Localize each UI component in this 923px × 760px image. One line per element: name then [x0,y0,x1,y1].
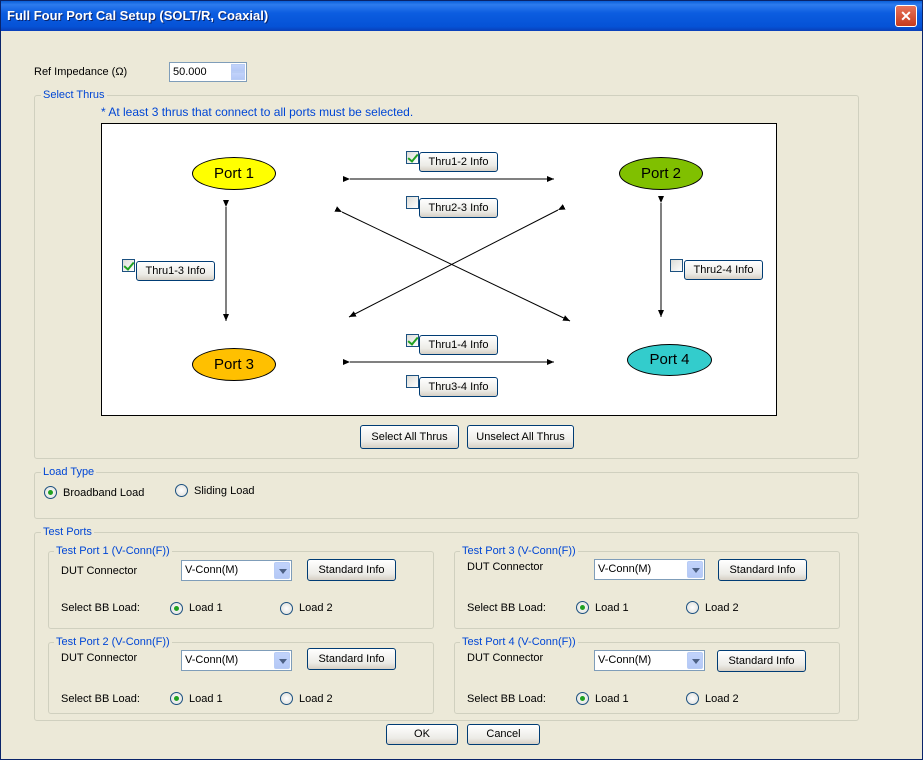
test-port-3-group: Test Port 3 (V-Conn(F)) [454,545,840,629]
port-4-label: Port 4 [649,351,690,368]
test-port-3-load2-label: Load 2 [705,602,739,614]
test-port-4-dut-label: DUT Connector [467,652,544,664]
test-port-2-connector-value: V-Conn(M) [185,654,239,666]
thru3-4-checkbox[interactable] [406,375,419,388]
test-port-2-load2-label: Load 2 [299,693,333,705]
test-port-1-connector-value: V-Conn(M) [185,564,239,576]
thru1-3-info-button[interactable]: Thru1-3 Info [136,261,215,281]
port-2-node: Port 2 [619,157,703,190]
test-port-4-load2-label: Load 2 [705,693,739,705]
test-port-3-connector-value: V-Conn(M) [598,563,652,575]
test-port-3-dut-label: DUT Connector [467,561,544,573]
cancel-button[interactable]: Cancel [467,724,540,745]
test-port-1-load2-label: Load 2 [299,602,333,614]
test-port-3-load2-radio[interactable] [686,601,699,614]
test-port-2-load2-radio[interactable] [280,692,293,705]
thru2-3-info-button[interactable]: Thru2-3 Info [419,198,498,218]
thru-connections [223,176,664,365]
chevron-down-icon[interactable] [687,561,703,578]
thru2-3-checkbox[interactable] [406,196,419,209]
test-port-3-standard-info-button[interactable]: Standard Info [718,559,807,581]
test-port-2-connector-select[interactable]: V-Conn(M) [181,650,292,671]
close-icon[interactable]: ✕ [895,5,917,27]
test-port-2-group: Test Port 2 (V-Conn(F)) [48,636,434,714]
ref-impedance-label: Ref Impedance (Ω) [34,66,128,78]
chevron-down-icon[interactable] [687,652,703,669]
test-port-3-bb-label: Select BB Load: [467,602,546,614]
port-2-label: Port 2 [640,165,682,182]
select-thrus-legend: Select Thrus [41,89,107,101]
test-port-4-standard-info-button[interactable]: Standard Info [717,650,806,672]
test-port-4-load1-label: Load 1 [595,693,629,705]
test-port-3-connector-select[interactable]: V-Conn(M) [594,559,705,580]
thru1-2-checkbox[interactable] [406,151,419,164]
port-4-node: Port 4 [627,344,712,376]
port-1-node: Port 1 [192,157,276,190]
test-port-4-load1-radio[interactable] [576,692,589,705]
broadband-load-radio[interactable] [44,486,57,499]
test-port-4-connector-select[interactable]: V-Conn(M) [594,650,705,671]
test-port-1-load1-label: Load 1 [189,602,223,614]
arrow-1-4 [334,206,571,322]
test-port-4-title: Test Port 4 (V-Conn(F)) [460,636,578,648]
arrow-2-3 [348,204,566,318]
test-port-2-load1-label: Load 1 [189,693,223,705]
port-3-node: Port 3 [192,348,276,381]
test-port-2-bb-label: Select BB Load: [61,693,140,705]
test-port-2-dut-label: DUT Connector [61,652,138,664]
test-port-4-connector-value: V-Conn(M) [598,654,652,666]
thru1-3-checkbox[interactable] [122,259,135,272]
thru1-2-info-button[interactable]: Thru1-2 Info [419,152,498,172]
test-port-3-title: Test Port 3 (V-Conn(F)) [460,545,578,557]
thru1-4-info-button[interactable]: Thru1-4 Info [419,335,498,355]
test-ports-group: Test Ports [34,526,859,721]
chevron-down-icon[interactable] [274,652,290,669]
test-port-4-load2-radio[interactable] [686,692,699,705]
load-type-legend: Load Type [41,466,97,478]
thru2-4-info-button[interactable]: Thru2-4 Info [684,260,763,280]
load-type-group: Load Type [34,466,859,519]
broadband-load-label: Broadband Load [63,487,145,499]
test-port-1-group: Test Port 1 (V-Conn(F)) [48,545,434,629]
port-1-label: Port 1 [213,165,255,182]
chevron-down-icon[interactable] [274,562,290,579]
spin-down-icon[interactable] [231,72,245,80]
test-port-1-bb-label: Select BB Load: [61,602,140,614]
test-port-1-title: Test Port 1 (V-Conn(F)) [54,545,172,557]
thru2-4-checkbox[interactable] [670,259,683,272]
thru3-4-info-button[interactable]: Thru3-4 Info [419,377,498,397]
test-port-4-bb-label: Select BB Load: [467,693,546,705]
test-port-4-group: Test Port 4 (V-Conn(F)) [454,636,840,714]
thrus-note: * At least 3 thrus that connect to all p… [101,105,414,119]
port-3-label: Port 3 [213,356,255,373]
ok-button[interactable]: OK [386,724,458,745]
test-port-1-load1-radio[interactable] [170,602,183,615]
test-port-1-dut-label: DUT Connector [61,565,138,577]
test-port-3-load1-label: Load 1 [595,602,629,614]
thru-diagram: Port 1 Port 2 Port 3 Port 4 Thru1-2 Info… [101,123,777,416]
test-port-2-title: Test Port 2 (V-Conn(F)) [54,636,172,648]
test-port-1-standard-info-button[interactable]: Standard Info [307,559,396,581]
ref-impedance-value: 50.000 [173,66,207,78]
sliding-load-radio[interactable] [175,484,188,497]
title-bar[interactable]: Full Four Port Cal Setup (SOLT/R, Coaxia… [1,1,922,31]
select-all-thrus-button[interactable]: Select All Thrus [360,425,459,449]
thru1-4-checkbox[interactable] [406,334,419,347]
test-port-1-load2-radio[interactable] [280,602,293,615]
window-title: Full Four Port Cal Setup (SOLT/R, Coaxia… [7,8,269,23]
test-port-2-load1-radio[interactable] [170,692,183,705]
ref-impedance-spinner[interactable]: 50.000 [169,62,247,82]
test-ports-legend: Test Ports [41,526,94,538]
test-port-3-load1-radio[interactable] [576,601,589,614]
spin-up-icon[interactable] [231,64,245,72]
sliding-load-label: Sliding Load [194,485,255,497]
test-port-2-standard-info-button[interactable]: Standard Info [307,648,396,670]
test-port-1-connector-select[interactable]: V-Conn(M) [181,560,292,581]
select-thrus-group: Select Thrus [34,89,859,459]
unselect-all-thrus-button[interactable]: Unselect All Thrus [467,425,574,449]
